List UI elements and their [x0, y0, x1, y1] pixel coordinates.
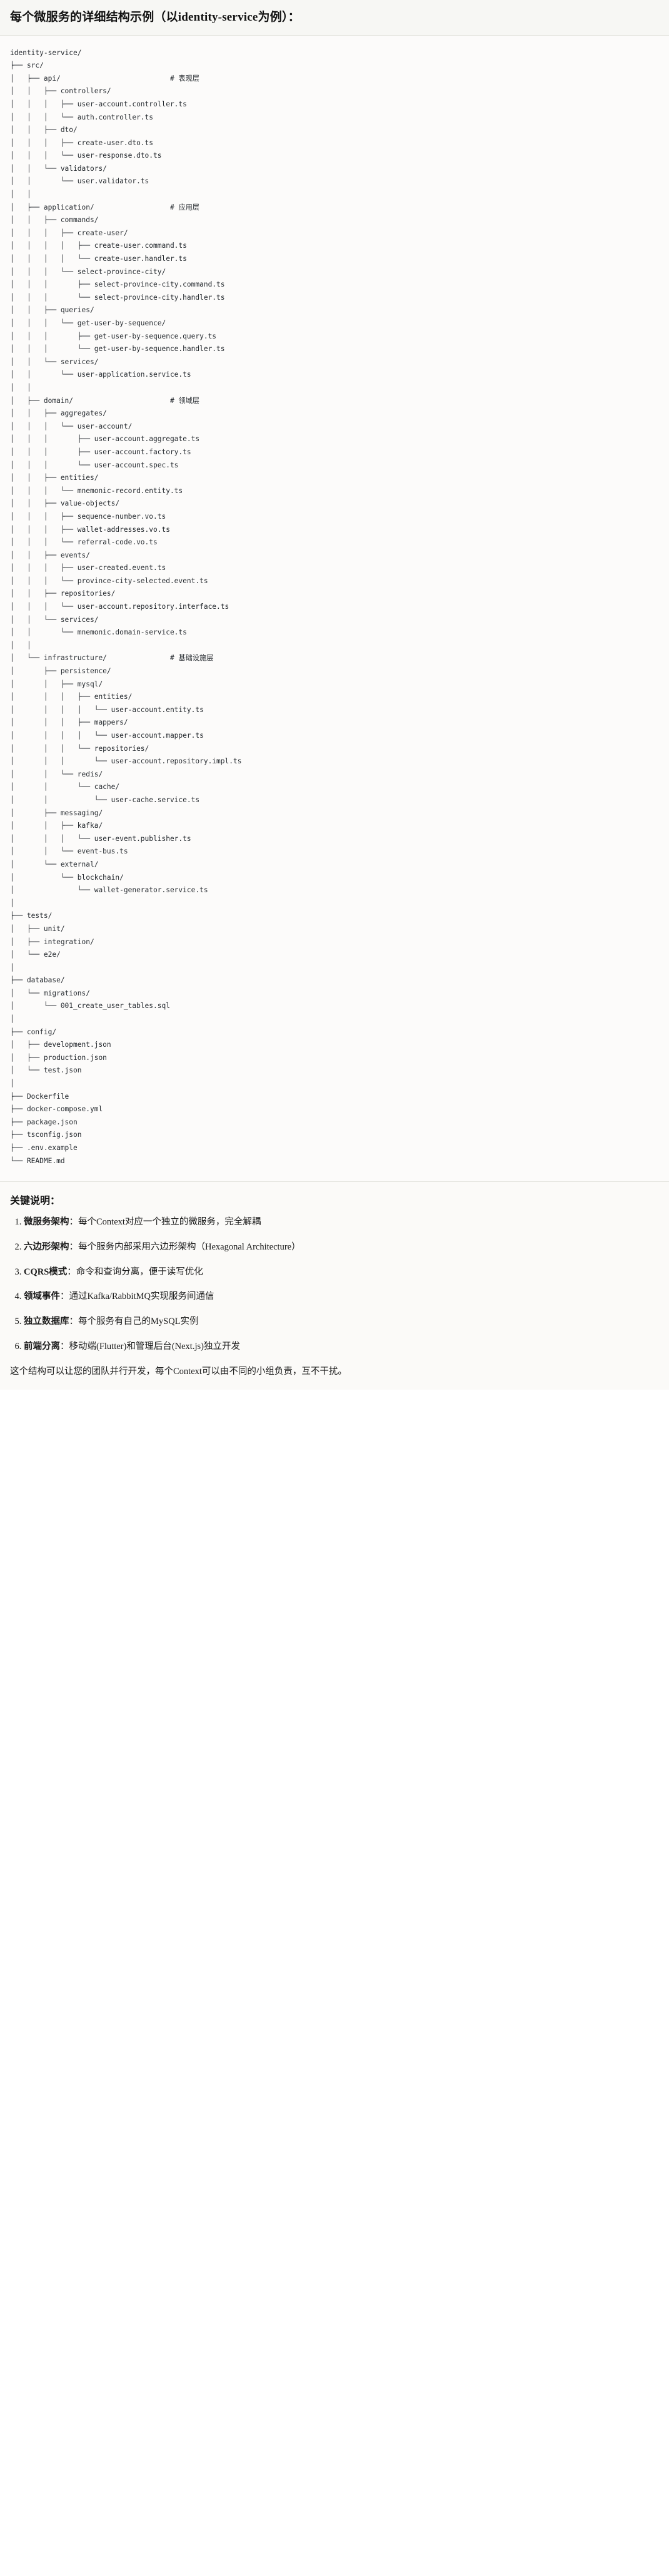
- key-note-term: 领域事件: [24, 1291, 60, 1302]
- key-note-item: CQRS模式：命令和查询分离，便于读写优化: [24, 1266, 659, 1280]
- key-note-body: ：命令和查询分离，便于读写优化: [67, 1266, 203, 1277]
- page-title: 每个微服务的详细结构示例（以identity-service为例）：: [10, 11, 300, 24]
- directory-tree-block: identity-service/ ├── src/ │ ├── api/ # …: [0, 35, 669, 1182]
- key-notes-list: 微服务架构：每个Context对应一个独立的微服务，完全解耦六边形架构：每个服务…: [10, 1216, 659, 1354]
- closing-paragraph: 这个结构可以让您的团队并行开发，每个Context可以由不同的小组负责，互不干扰…: [10, 1366, 347, 1377]
- key-note-body: ：每个服务有自己的MySQL实例: [69, 1316, 199, 1327]
- key-note-body: ：移动端(Flutter)和管理后台(Next.js)独立开发: [60, 1341, 240, 1352]
- key-note-term: CQRS模式: [24, 1266, 68, 1277]
- key-note-body: ：通过Kafka/RabbitMQ实现服务间通信: [60, 1291, 214, 1302]
- key-notes-title: 关键说明：: [10, 1196, 61, 1207]
- key-notes-block: 关键说明： 微服务架构：每个Context对应一个独立的微服务，完全解耦六边形架…: [0, 1181, 669, 1390]
- key-note-term: 微服务架构: [24, 1217, 69, 1228]
- key-note-item: 前端分离：移动端(Flutter)和管理后台(Next.js)独立开发: [24, 1340, 659, 1354]
- directory-tree: identity-service/ ├── src/ │ ├── api/ # …: [10, 48, 242, 1165]
- key-note-item: 微服务架构：每个Context对应一个独立的微服务，完全解耦: [24, 1216, 659, 1229]
- key-note-term: 独立数据库: [24, 1316, 69, 1327]
- key-note-body: ：每个服务内部采用六边形架构（Hexagonal Architecture）: [69, 1241, 301, 1252]
- key-note-item: 领域事件：通过Kafka/RabbitMQ实现服务间通信: [24, 1290, 659, 1304]
- key-note-term: 六边形架构: [24, 1241, 69, 1252]
- key-note-body: ：每个Context对应一个独立的微服务，完全解耦: [69, 1217, 261, 1228]
- document-header: 每个微服务的详细结构示例（以identity-service为例）：: [0, 0, 669, 36]
- key-note-item: 六边形架构：每个服务内部采用六边形架构（Hexagonal Architectu…: [24, 1241, 659, 1255]
- key-note-term: 前端分离: [24, 1341, 60, 1352]
- key-note-item: 独立数据库：每个服务有自己的MySQL实例: [24, 1315, 659, 1329]
